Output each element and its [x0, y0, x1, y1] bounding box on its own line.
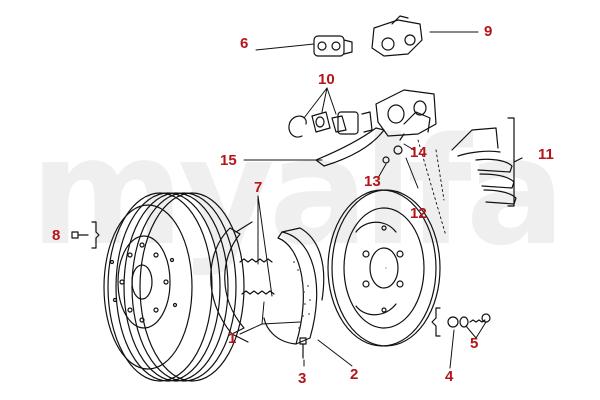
- bolt-8: [71, 231, 89, 239]
- callout-9: 9: [484, 23, 493, 40]
- callout-3: 3: [298, 370, 307, 387]
- callout-4: 4: [445, 368, 454, 385]
- callout-12: 12: [410, 205, 427, 222]
- assembly-guides: [417, 139, 447, 237]
- callout-2: 2: [350, 366, 359, 383]
- callout-14: 14: [410, 144, 427, 161]
- callout-leaders: [239, 31, 487, 369]
- brake-shoes: [210, 221, 325, 345]
- callout-10: 10: [318, 71, 335, 88]
- bracket-11: [507, 117, 523, 207]
- callout-7: 7: [254, 179, 263, 196]
- part-13-14-fittings: [382, 111, 431, 164]
- callout-15: 15: [220, 152, 237, 169]
- lining-texture: [293, 261, 311, 329]
- screw-3: [299, 337, 307, 359]
- backing-plate: [327, 189, 441, 347]
- part-10-cylinder-parts: [288, 89, 437, 138]
- callout-6: 6: [240, 35, 249, 52]
- callout-13: 13: [364, 173, 381, 190]
- callout-1: 1: [228, 330, 237, 347]
- watermark-logo: myalfa: [30, 106, 566, 278]
- part-11-clips: [451, 127, 517, 205]
- fasteners-4-5: [431, 307, 491, 337]
- part-15-bracket: [315, 127, 385, 167]
- callout-8: 8: [52, 227, 61, 244]
- brake-drum: [103, 192, 245, 382]
- bracket-8: [91, 221, 100, 249]
- part-9-wheel-cylinder: [371, 15, 423, 57]
- callout-11: 11: [538, 146, 554, 163]
- part-6-cylinder: [313, 35, 353, 57]
- callout-5: 5: [470, 335, 479, 352]
